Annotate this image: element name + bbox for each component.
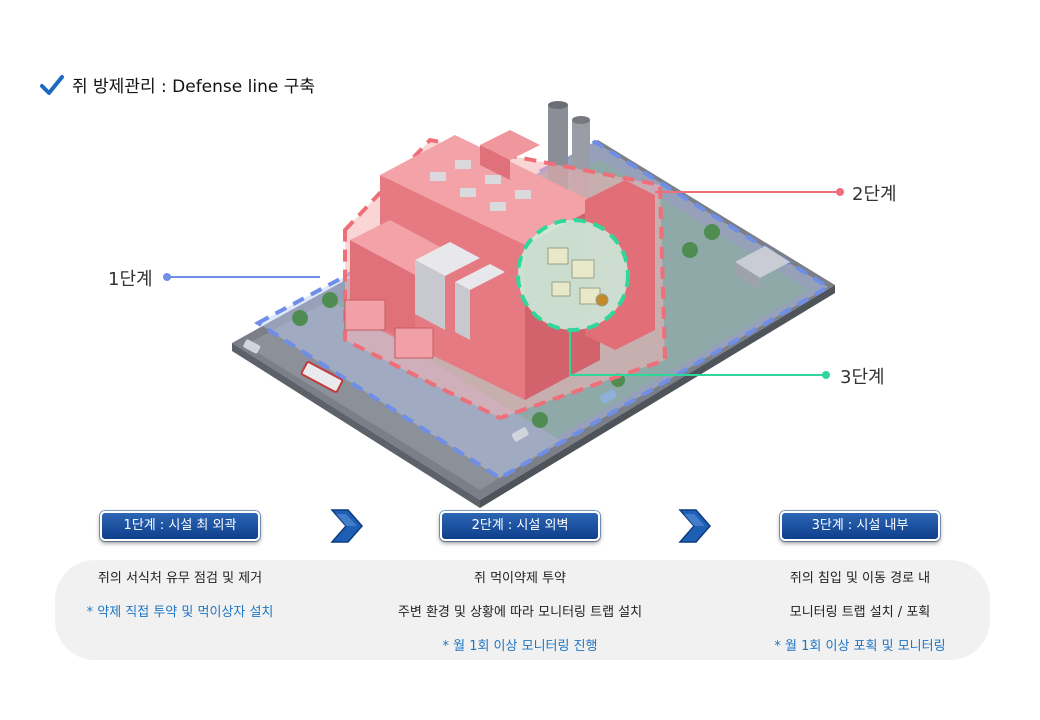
tower-front <box>480 145 510 180</box>
step3-description: 쥐의 침입 및 이동 경로 내 모니터링 트랩 설치 / 포획 * 월 1회 이… <box>710 568 1010 670</box>
steps-description-panel <box>55 560 990 660</box>
road-area <box>245 300 560 490</box>
step3-note: * 월 1회 이상 포획 및 모니터링 <box>774 639 946 654</box>
stage2-callout-dot <box>836 188 844 196</box>
machinery <box>344 299 434 359</box>
stage1-callout-dot <box>163 273 171 281</box>
truck <box>300 361 344 393</box>
step3-badge: 3단계 : 시설 내부 <box>780 511 940 541</box>
roof-vents <box>430 160 531 211</box>
cooling-units <box>415 242 505 340</box>
chevron-right-icon <box>330 509 363 543</box>
step2-note: * 월 1회 이상 모니터링 진행 <box>442 639 598 654</box>
step1-note: * 약제 직접 투약 및 먹이상자 설치 <box>86 605 274 620</box>
step2-line: 쥐 먹이약제 투약 <box>474 571 566 586</box>
step3-line: 쥐의 침입 및 이동 경로 내 <box>789 571 931 586</box>
outbuilding <box>735 246 790 278</box>
car <box>599 389 617 404</box>
chimney-top <box>572 116 590 124</box>
car <box>511 427 529 442</box>
chimney-top <box>548 101 568 109</box>
step2-description: 쥐 먹이약제 투약 주변 환경 및 상황에 따라 모니터링 트랩 설치 * 월 … <box>370 568 670 670</box>
step3-line: 모니터링 트랩 설치 / 포획 <box>789 605 931 620</box>
stage3-callout-dot <box>822 371 830 379</box>
ground-base-front <box>232 343 480 508</box>
step1-badge: 1단계 : 시설 최 외곽 <box>100 511 260 541</box>
main-building-roof <box>380 135 600 245</box>
page-title-text: 쥐 방제관리 : Defense line 구축 <box>72 77 315 97</box>
car <box>243 339 261 354</box>
stage3-label: 3단계 <box>840 367 885 388</box>
chevron-right-icon <box>678 509 711 543</box>
page-title: 쥐 방제관리 : Defense line 구축 <box>40 72 315 97</box>
stage3-callout-line <box>569 330 826 376</box>
interior-equipment <box>547 247 609 307</box>
ground-base-side <box>480 285 835 508</box>
step2-line: 주변 환경 및 상황에 따라 모니터링 트랩 설치 <box>397 605 643 620</box>
outbuilding-side <box>735 262 760 290</box>
stage2-label: 2단계 <box>852 184 897 205</box>
checkmark-icon <box>40 74 64 95</box>
step1-description: 쥐의 서식처 유무 점검 및 제거 * 약제 직접 투약 및 먹이상자 설치 <box>30 568 330 636</box>
step2-badge: 2단계 : 시설 외벽 <box>440 511 600 541</box>
stage1-label: 1단계 <box>108 269 153 290</box>
step1-line: 쥐의 서식처 유무 점검 및 제거 <box>97 571 263 586</box>
